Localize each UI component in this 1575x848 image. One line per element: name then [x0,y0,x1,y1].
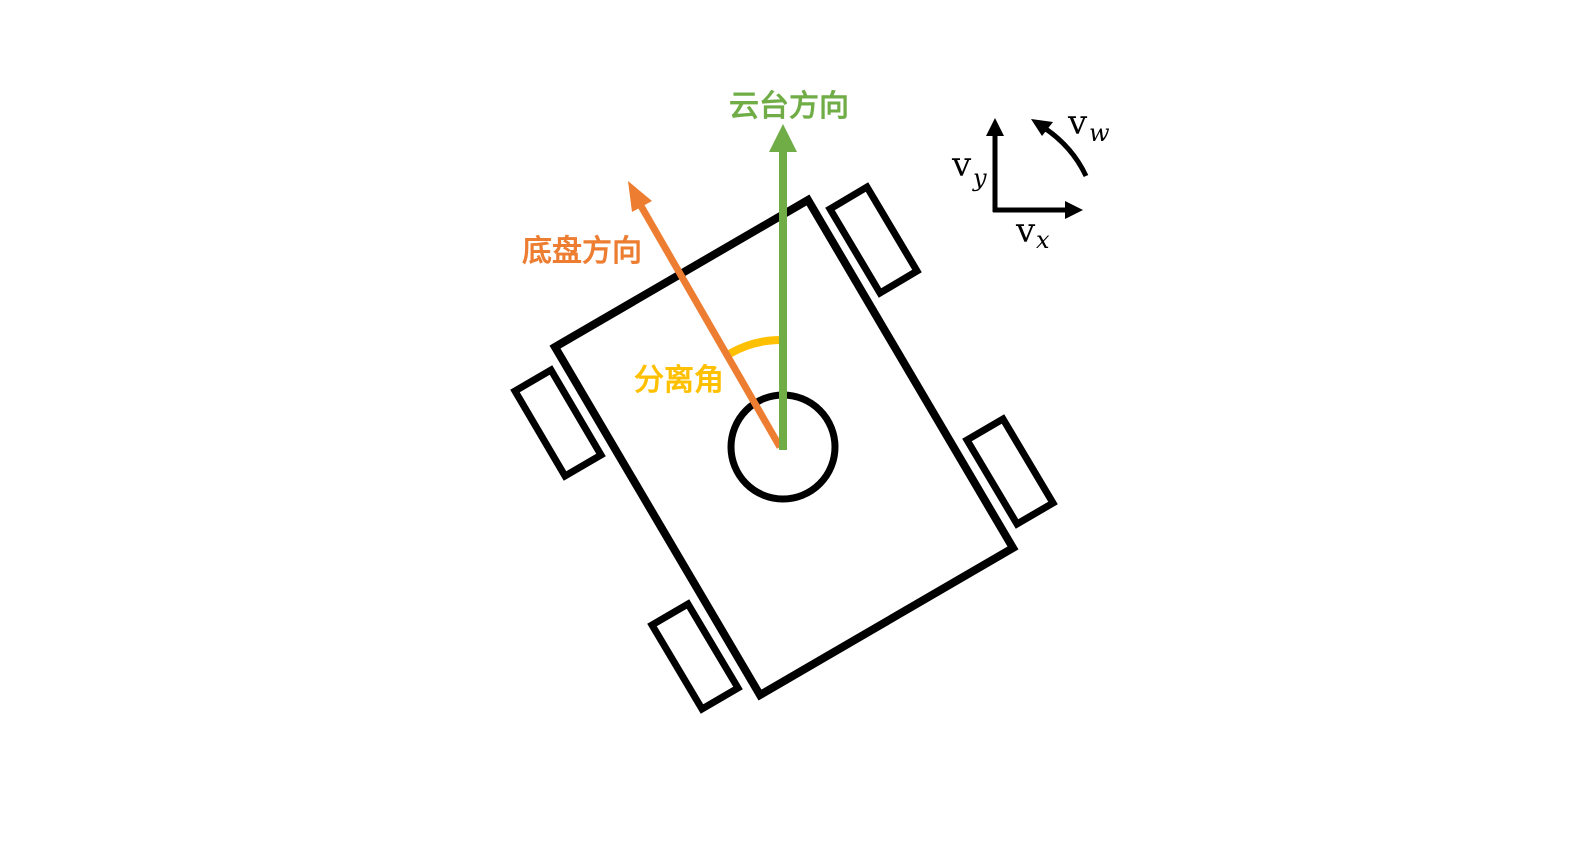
chassis-arrowhead [628,181,652,212]
vx-arrowhead [1065,201,1083,219]
gimbal-direction-label: 云台方向 [729,89,849,124]
chassis-direction-arrow [637,204,784,449]
vy-arrowhead [986,118,1004,136]
chassis-body [549,194,1019,701]
separation-angle-label: 分离角 [634,363,724,398]
wheel-front-right [825,182,922,298]
wheel-rear-right [962,414,1058,529]
separation-angle-arc [727,336,785,357]
chassis-direction-label: 底盘方向 [522,234,642,269]
gimbal-arrowhead [769,124,797,152]
vw-label: v w [1067,103,1110,147]
vw-rotation-arc [1041,124,1089,178]
vy-label: v y [951,145,987,192]
vw-arrowhead [1031,119,1053,136]
vx-label: v x [1015,211,1050,254]
wheel-rear-left [647,599,743,714]
wheel-front-left [510,365,606,481]
